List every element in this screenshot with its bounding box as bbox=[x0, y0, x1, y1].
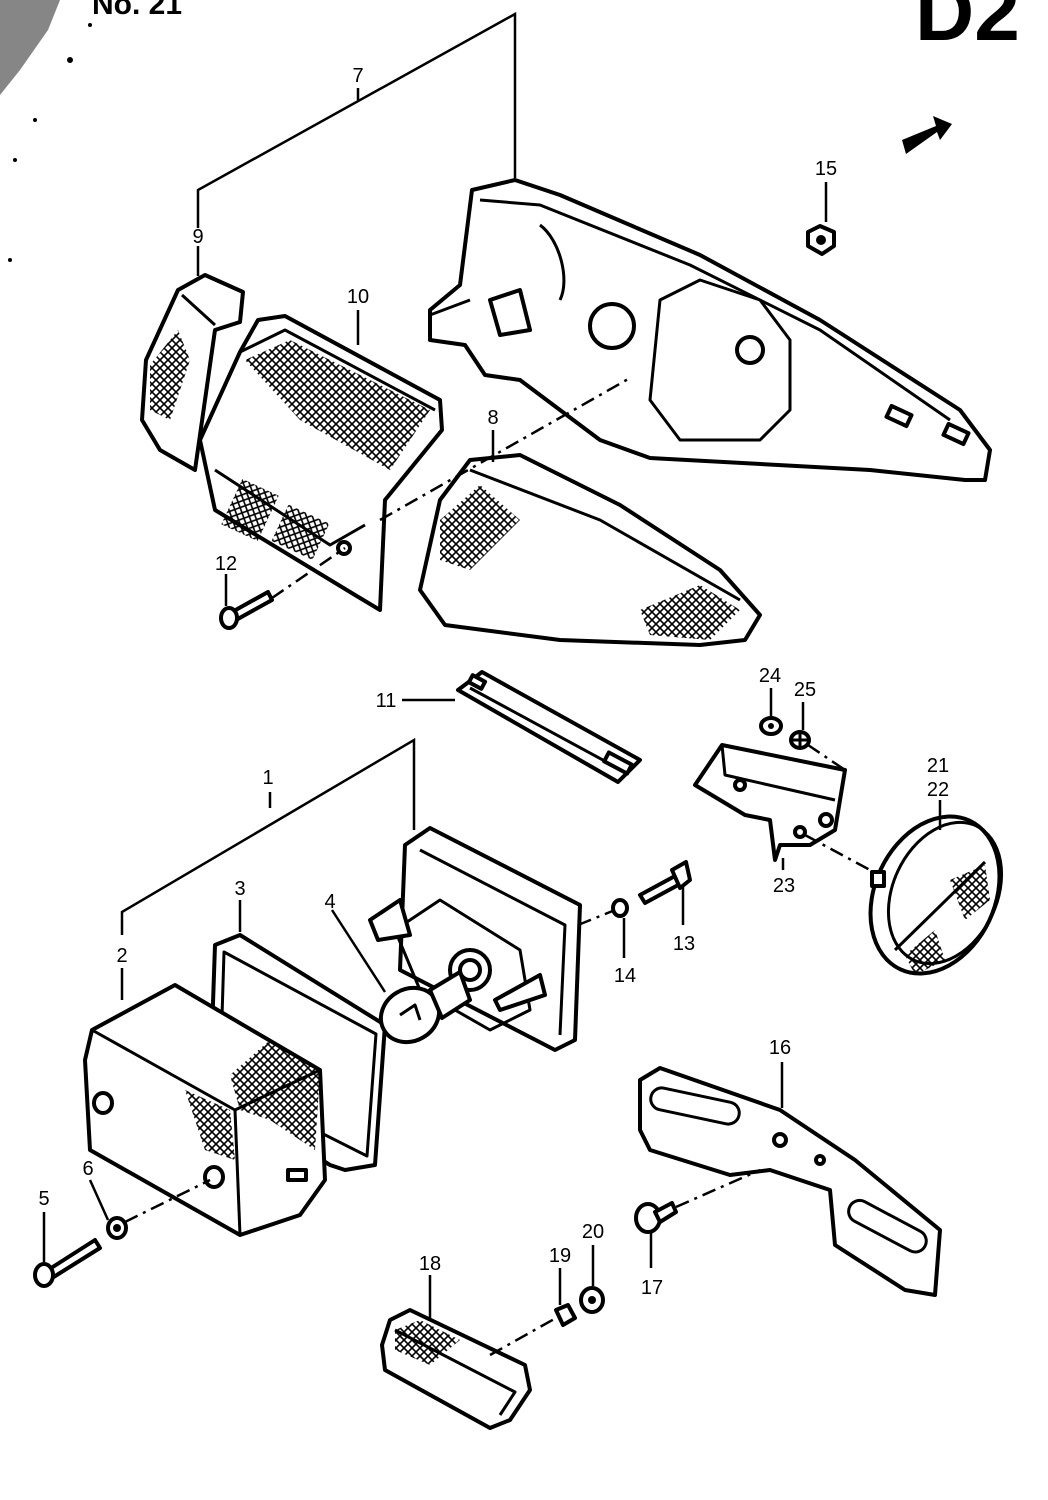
callout-19: 19 bbox=[549, 1245, 571, 1267]
callout-6: 6 bbox=[82, 1158, 93, 1180]
figure-label: No. 21 bbox=[92, 0, 182, 21]
centerline-23 bbox=[804, 833, 871, 872]
arrow-icon bbox=[902, 116, 952, 154]
callout-3: 3 bbox=[234, 878, 245, 900]
page-code: D2 bbox=[915, 0, 1020, 58]
screw-5 bbox=[33, 1238, 102, 1288]
bulb-4 bbox=[378, 970, 472, 1045]
callout-24: 24 bbox=[759, 665, 781, 687]
nut-19 bbox=[554, 1303, 577, 1327]
callout-18: 18 bbox=[419, 1253, 441, 1275]
washer-24 bbox=[759, 716, 783, 736]
callout-8: 8 bbox=[487, 407, 498, 429]
leader-4 bbox=[330, 909, 387, 993]
leader-1 bbox=[120, 737, 416, 935]
centerline-19 bbox=[489, 1316, 557, 1357]
callout-7: 7 bbox=[352, 65, 363, 87]
plate-bracket-16 bbox=[638, 1066, 942, 1297]
cap-20 bbox=[579, 1286, 605, 1314]
bolt-13 bbox=[638, 860, 692, 905]
lens-housing-10 bbox=[198, 314, 444, 612]
lens-2 bbox=[83, 983, 327, 1237]
callout-1: 1 bbox=[262, 767, 273, 789]
reflector-21-22 bbox=[868, 814, 1004, 976]
washer-6 bbox=[106, 1216, 128, 1240]
washer-14 bbox=[611, 898, 629, 918]
callout-21: 21 bbox=[927, 755, 949, 777]
callout-12: 12 bbox=[215, 553, 237, 575]
callout-14: 14 bbox=[614, 965, 636, 987]
callout-25: 25 bbox=[794, 679, 816, 701]
lens-8 bbox=[418, 453, 762, 647]
callout-16: 16 bbox=[769, 1037, 791, 1059]
callout-23: 23 bbox=[773, 875, 795, 897]
screw-17 bbox=[634, 1201, 678, 1234]
centerline-13-14 bbox=[577, 908, 616, 927]
side-lens-9 bbox=[140, 273, 245, 472]
callout-11: 11 bbox=[376, 690, 397, 712]
centerline-17 bbox=[675, 1168, 761, 1209]
callout-4: 4 bbox=[324, 891, 335, 913]
bracket-23 bbox=[693, 743, 847, 862]
plate-11 bbox=[456, 670, 642, 784]
callout-2: 2 bbox=[116, 945, 127, 967]
callout-15: 15 bbox=[815, 158, 837, 180]
leader-7 bbox=[196, 11, 517, 228]
callout-20: 20 bbox=[582, 1221, 604, 1243]
callout-13: 13 bbox=[673, 933, 695, 955]
leader-6 bbox=[88, 1179, 110, 1221]
nut-15 bbox=[806, 224, 836, 256]
reflector-18 bbox=[380, 1308, 532, 1430]
callout-22: 22 bbox=[927, 779, 949, 801]
centerline-5-6 bbox=[124, 1178, 211, 1224]
scan-noise bbox=[0, 0, 92, 262]
centerline-25 bbox=[807, 743, 846, 772]
nut-25 bbox=[789, 730, 811, 750]
callout-10: 10 bbox=[347, 286, 369, 308]
rear-housing-8 bbox=[428, 178, 992, 482]
callout-9: 9 bbox=[192, 226, 203, 248]
screw-12 bbox=[219, 590, 274, 630]
callout-5: 5 bbox=[38, 1188, 49, 1210]
callout-17: 17 bbox=[641, 1277, 663, 1299]
centerline-8 bbox=[379, 376, 631, 522]
